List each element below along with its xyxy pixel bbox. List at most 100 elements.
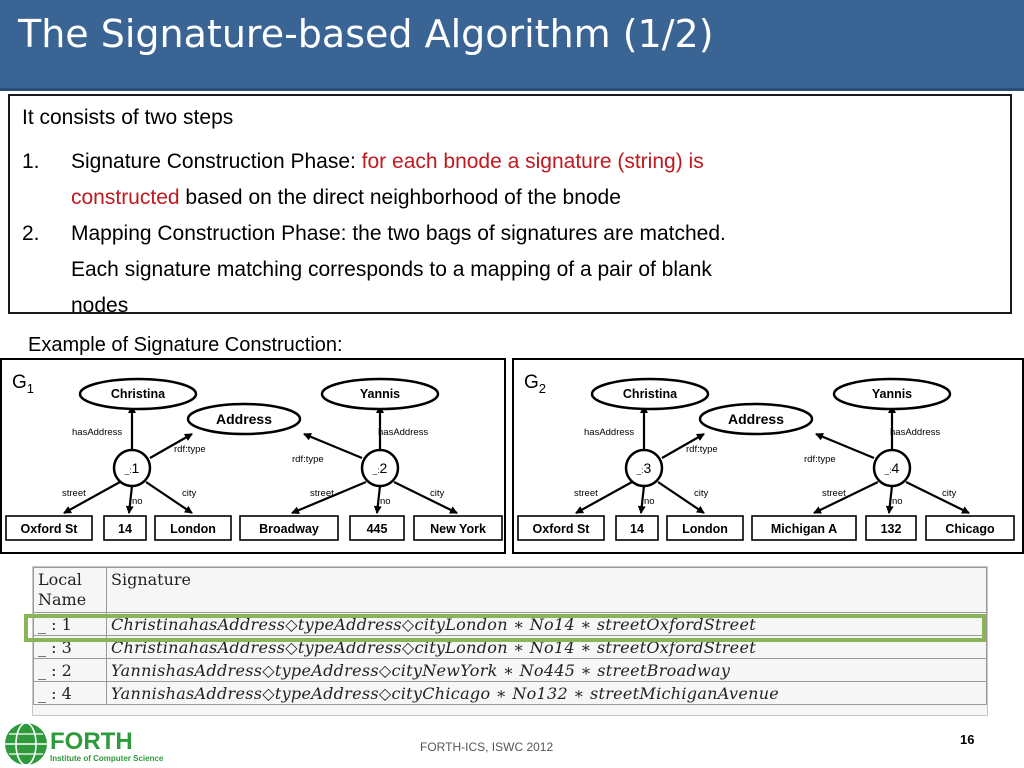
literal-street: Oxford St <box>533 522 591 536</box>
graph-label: G1 <box>12 372 34 396</box>
step-number: 1. <box>22 150 40 173</box>
bnode-label: _:2 <box>372 460 388 476</box>
edge-line <box>303 432 363 460</box>
edge-line <box>291 480 367 515</box>
slide-title: The Signature-based Algorithm (1/2) <box>18 12 714 56</box>
page-number: 16 <box>960 732 975 747</box>
literal-no: 132 <box>881 522 902 536</box>
literal-street: Oxford St <box>21 522 79 536</box>
row-highlight-box <box>24 614 986 642</box>
edge-line <box>63 481 121 514</box>
edge-line <box>813 481 879 514</box>
row-signature: YannishasAddress◇typeAddress◇cityNewYork… <box>106 658 987 682</box>
forth-logo: FORTH Institute of Computer Science <box>5 722 164 766</box>
step-highlight-cont: constructed <box>71 186 180 209</box>
footer-text: FORTH-ICS, ISWC 2012 <box>420 740 554 754</box>
node-ellipse <box>832 377 952 411</box>
edge-line <box>657 481 705 514</box>
step-text: Mapping Construction Phase: the two bags… <box>71 216 971 324</box>
edge-line <box>815 432 875 460</box>
bnode-label: _:1 <box>124 460 140 476</box>
literal-street: Broadway <box>259 522 319 536</box>
literal-no: 14 <box>630 522 644 536</box>
edge-label: street <box>62 488 86 499</box>
edge-label: no <box>132 496 143 507</box>
bnode-label: _:4 <box>884 460 900 476</box>
edge-line <box>149 433 193 459</box>
bnode-label: _:3 <box>636 460 652 476</box>
literal-street: Michigan A <box>771 522 837 536</box>
steps-box: It consists of two steps 1. Signature Co… <box>8 94 1012 317</box>
step-highlight: for each bnode a signature (string) is <box>361 150 704 173</box>
literal-box <box>517 515 605 541</box>
literal-box <box>413 515 503 541</box>
node-ellipse <box>320 377 440 411</box>
graph-label: G2 <box>524 372 546 396</box>
literal-city: New York <box>430 522 486 536</box>
edge-line <box>145 481 193 514</box>
edge-label: city <box>430 488 445 499</box>
logo-subtext: Institute of Computer Science <box>50 754 164 763</box>
literal-box <box>5 515 93 541</box>
literal-box <box>615 515 659 541</box>
node-ellipse <box>698 402 814 436</box>
literal-box <box>154 515 232 541</box>
literal-box <box>239 515 339 541</box>
graph-g1: G1 <box>5 372 503 541</box>
bnode-circle <box>872 448 912 488</box>
edge-line <box>125 485 134 514</box>
row-local-name: _ : 2 <box>33 658 107 682</box>
edge-line <box>905 481 970 514</box>
edge-label: hasAddress <box>890 427 940 438</box>
row-signature: YannishasAddress◇typeAddress◇cityChicago… <box>106 681 987 705</box>
literal-box <box>751 515 857 541</box>
step-label: Signature Construction Phase: <box>71 150 362 173</box>
step-text: Signature Construction Phase: for each b… <box>71 144 971 216</box>
step-line: Mapping Construction Phase: the two bags… <box>71 222 726 245</box>
edge-label: rdf:type <box>174 444 206 455</box>
edge-label: no <box>380 496 391 507</box>
step-rest: based on the direct neighborhood of the … <box>179 186 621 209</box>
edge-line <box>373 485 382 514</box>
literal-box <box>666 515 744 541</box>
graph-panel-g2: G2 Christina <box>512 358 1024 554</box>
example-label: Example of Signature Construction: <box>28 334 343 356</box>
edge-label: street <box>310 488 334 499</box>
node-ellipse <box>186 402 302 436</box>
node-yannis: Yannis <box>872 387 912 401</box>
node-ellipse <box>78 377 198 411</box>
edge-line <box>575 481 633 514</box>
literal-city: Chicago <box>945 522 995 536</box>
literal-box <box>103 515 147 541</box>
node-ellipse <box>590 377 710 411</box>
row-local-name: _ : 4 <box>33 681 107 705</box>
literal-box <box>865 515 917 541</box>
step-line: nodes <box>71 294 129 317</box>
edge-line <box>661 433 705 459</box>
edge-label: hasAddress <box>378 427 428 438</box>
edge-label: city <box>942 488 957 499</box>
literal-no: 14 <box>118 522 132 536</box>
edge-label: street <box>574 488 598 499</box>
node-yannis: Yannis <box>360 387 400 401</box>
edge-line <box>637 485 646 514</box>
literal-box <box>349 515 405 541</box>
node-christina: Christina <box>111 387 166 401</box>
edge-label: no <box>644 496 655 507</box>
step-number: 2. <box>22 222 40 245</box>
edge-label: city <box>694 488 709 499</box>
steps-intro: It consists of two steps <box>22 106 234 129</box>
edge-line <box>885 485 894 514</box>
edge-label: city <box>182 488 197 499</box>
logo-text: FORTH <box>50 728 133 755</box>
node-christina: Christina <box>623 387 678 401</box>
step-line: Each signature matching corresponds to a… <box>71 258 712 281</box>
literal-city: London <box>170 522 216 536</box>
bnode-circle <box>624 448 664 488</box>
edge-label: rdf:type <box>686 444 718 455</box>
graph-panel-g1: G1 <box>0 358 506 554</box>
edge-label: street <box>822 488 846 499</box>
node-address: Address <box>216 411 272 427</box>
